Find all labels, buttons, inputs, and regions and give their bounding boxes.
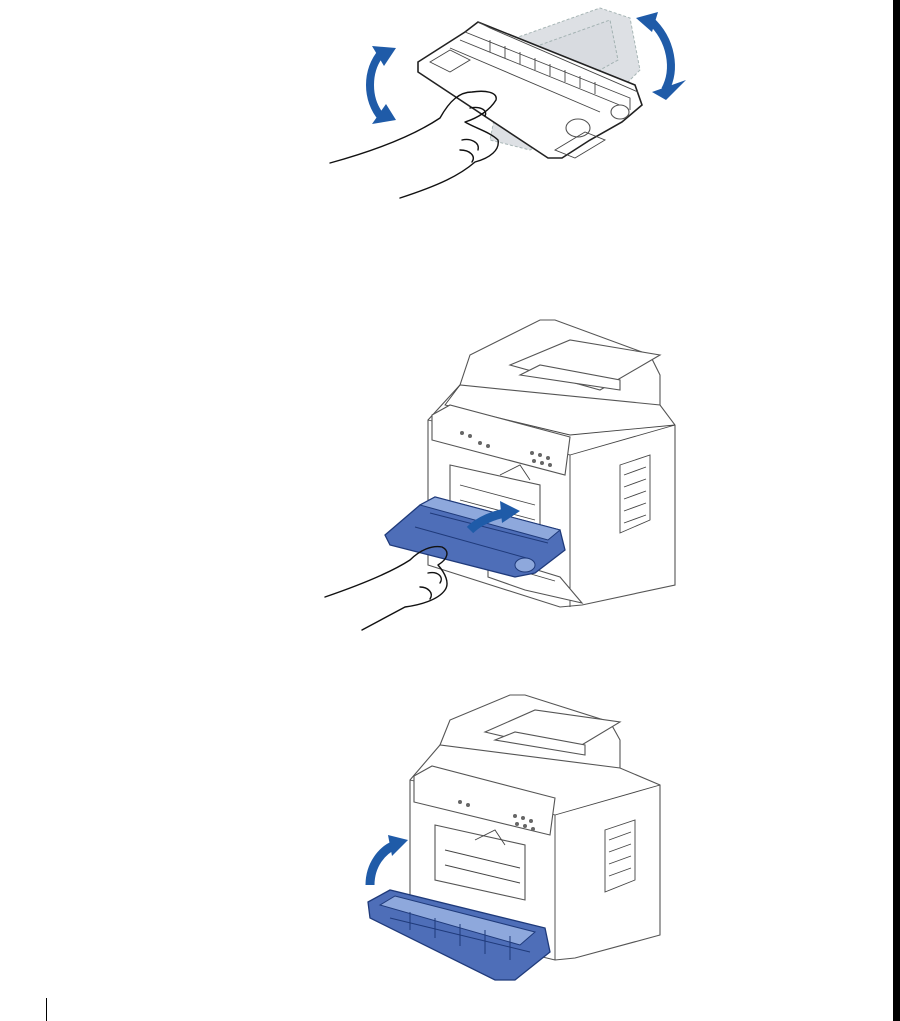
close-front-cover-illustration xyxy=(350,690,670,1000)
rock-cartridge-illustration xyxy=(300,0,700,205)
rock-arrow-right-icon xyxy=(636,12,686,100)
rock-arrow-left-icon xyxy=(370,46,396,124)
hand xyxy=(330,91,498,198)
footer-rule xyxy=(46,998,47,1021)
page-edge-bar xyxy=(893,0,900,1021)
close-arrow-icon xyxy=(370,835,408,885)
insert-cartridge-illustration xyxy=(320,315,700,635)
